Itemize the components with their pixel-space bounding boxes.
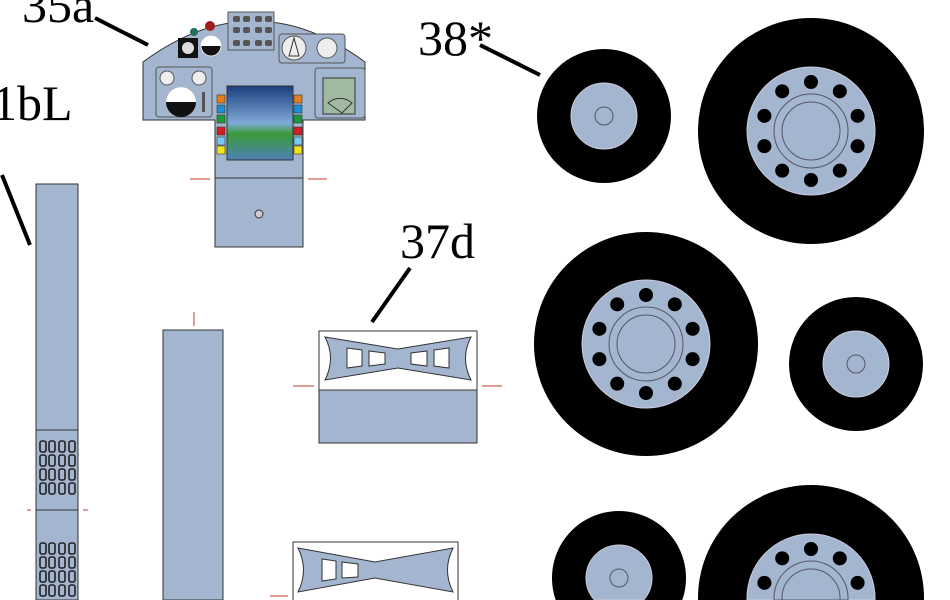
leader-line-37d	[370, 266, 412, 324]
display-screen	[226, 85, 294, 161]
wheel	[789, 297, 923, 431]
wheel	[551, 511, 686, 600]
label-38: 38*	[418, 10, 493, 66]
leader-line-38	[479, 43, 541, 77]
wheels	[534, 18, 925, 600]
wheel	[537, 49, 671, 183]
label-1bL: 1bL	[0, 75, 73, 131]
screw-icon	[254, 209, 264, 219]
strip-part-1bL	[27, 183, 88, 600]
part-37d	[293, 330, 502, 444]
wheel	[698, 18, 924, 244]
label-37d: 37d	[400, 213, 475, 269]
wheel	[697, 484, 925, 600]
wheel	[534, 232, 758, 456]
leader-line-1bL	[0, 174, 32, 246]
leader-line-35a	[94, 16, 149, 47]
part-37-bottom	[270, 541, 459, 600]
label-35a: 35a	[22, 0, 94, 33]
instrument-panel-35a	[142, 11, 366, 248]
strip-part	[162, 312, 224, 600]
